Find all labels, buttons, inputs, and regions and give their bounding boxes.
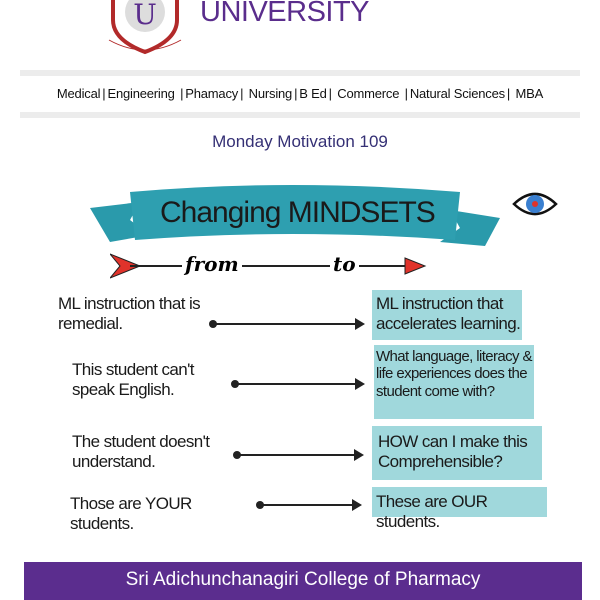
highlight [372, 487, 547, 517]
from-row-2: This student can't speak English. [72, 360, 195, 399]
nav-pharmacy[interactable]: Phamacy [185, 86, 239, 101]
from-row-3: The student doesn't understand. [72, 432, 210, 471]
nav-nursing[interactable]: Nursing [248, 86, 293, 101]
nav-medical[interactable]: Medical [56, 86, 101, 101]
highlight [372, 426, 542, 480]
nav-bed[interactable]: B Ed [299, 86, 327, 101]
university-logo: U [108, 0, 182, 55]
from-row-4: Those are YOUR students. [70, 494, 192, 533]
to-row-1: ML instruction that accelerates learning… [376, 294, 521, 333]
row-arrow [209, 318, 365, 330]
to-row-4: These are OUR students. [376, 492, 488, 531]
subtitle: Monday Motivation 109 [212, 132, 388, 151]
divider [20, 70, 580, 76]
nav-engineering[interactable]: Engineering [107, 86, 175, 101]
to-row-2: What language, literacy & life experienc… [376, 348, 533, 400]
nav-natural-sciences[interactable]: Natural Sciences [409, 86, 505, 101]
from-to-arrow [110, 253, 427, 279]
nav-mba[interactable]: MBA [515, 86, 544, 101]
highlight [374, 345, 534, 419]
title-banner [90, 185, 500, 246]
to-label: to [330, 252, 359, 276]
nav-bar: Medical|Engineering |Phamacy| Nursing|B … [56, 86, 544, 101]
divider [20, 112, 580, 118]
eye-globe-icon [512, 192, 558, 216]
row-arrow [233, 449, 364, 461]
footer-banner: Sri Adichunchanagiri College of Pharmacy [24, 562, 582, 600]
row-arrow [231, 378, 365, 390]
svg-text:U: U [133, 0, 157, 31]
from-label: from [182, 252, 242, 276]
highlight [372, 290, 522, 340]
university-name: UNIVERSITY [200, 0, 370, 28]
nav-commerce[interactable]: Commerce [337, 86, 400, 101]
row-arrow [256, 499, 362, 511]
to-row-3: HOW can I make this Comprehensible? [378, 432, 528, 471]
poster-title: Changing MINDSETS [160, 196, 436, 229]
from-row-1: ML instruction that is remedial. [58, 294, 201, 333]
